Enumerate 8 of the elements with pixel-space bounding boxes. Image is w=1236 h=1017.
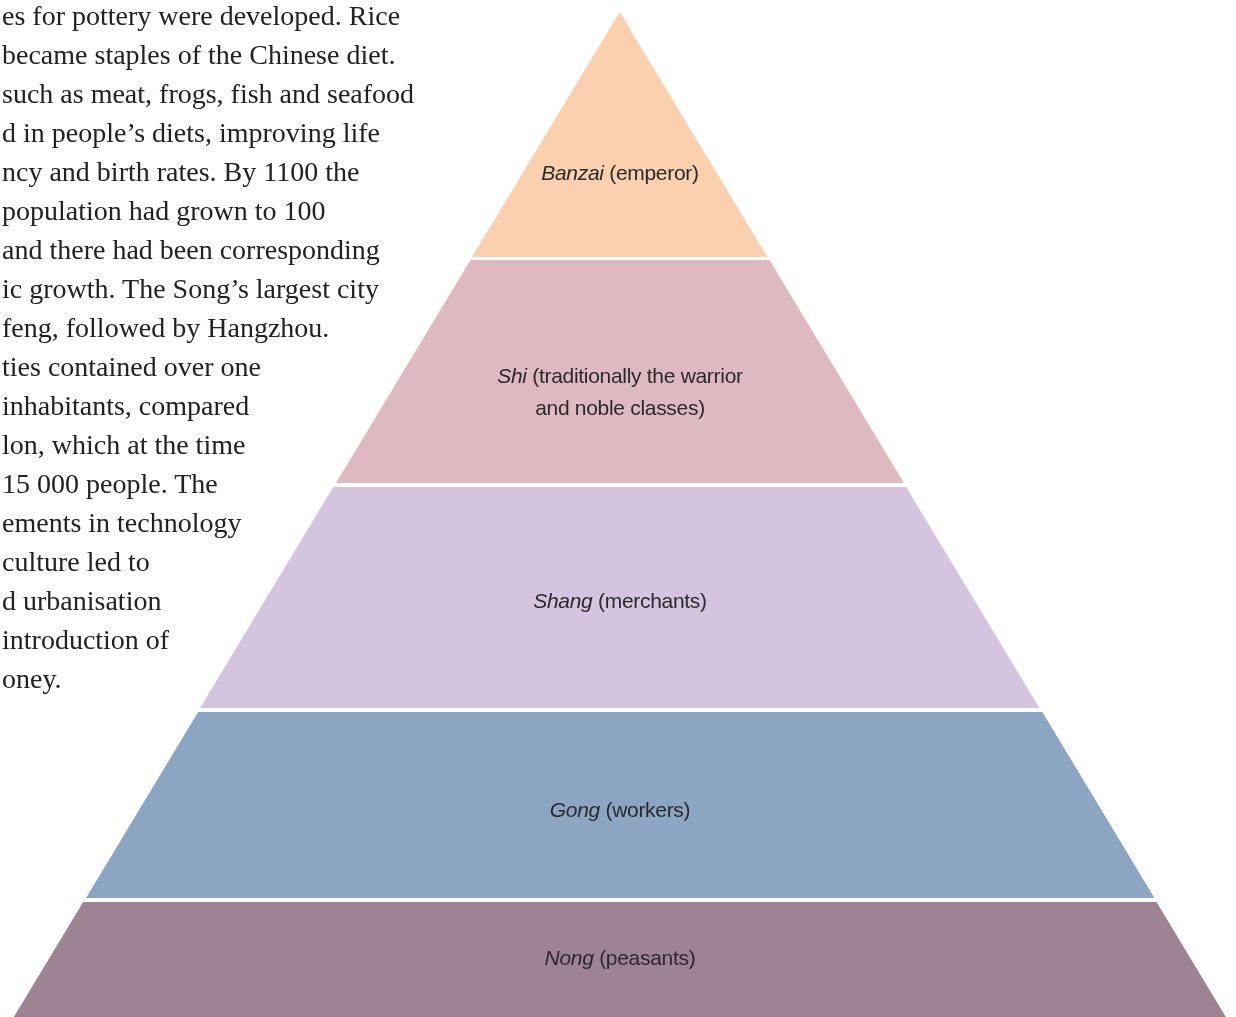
tier-label: Nong (peasants)	[543, 945, 697, 971]
tier-label: Shi (traditionally the warrior and noble classes)	[496, 363, 744, 421]
tier-label: Banzai (emperor)	[540, 160, 700, 186]
tier-label: Gong (workers)	[548, 797, 692, 823]
pyramid-tier	[85, 712, 1155, 898]
pyramid-tier	[472, 12, 768, 257]
body-text-paragraph: es for pottery were developed. Rice became staples of the Chinese diet. such as meat, frogs, fish and seafood d in people’s diets, improving life ncy and birth rates. By 1100 the population had grown to 100 and there had been corresponding ic growth. The Song’s largest city feng, followed by Hangzhou. ties contained over one inhabitants, compared lon, which at the time 15 000 people. The ements in technology culture led to d urbanisation introduction of oney.	[2, 0, 415, 696]
tier-label: Shang (merchants)	[532, 588, 708, 614]
